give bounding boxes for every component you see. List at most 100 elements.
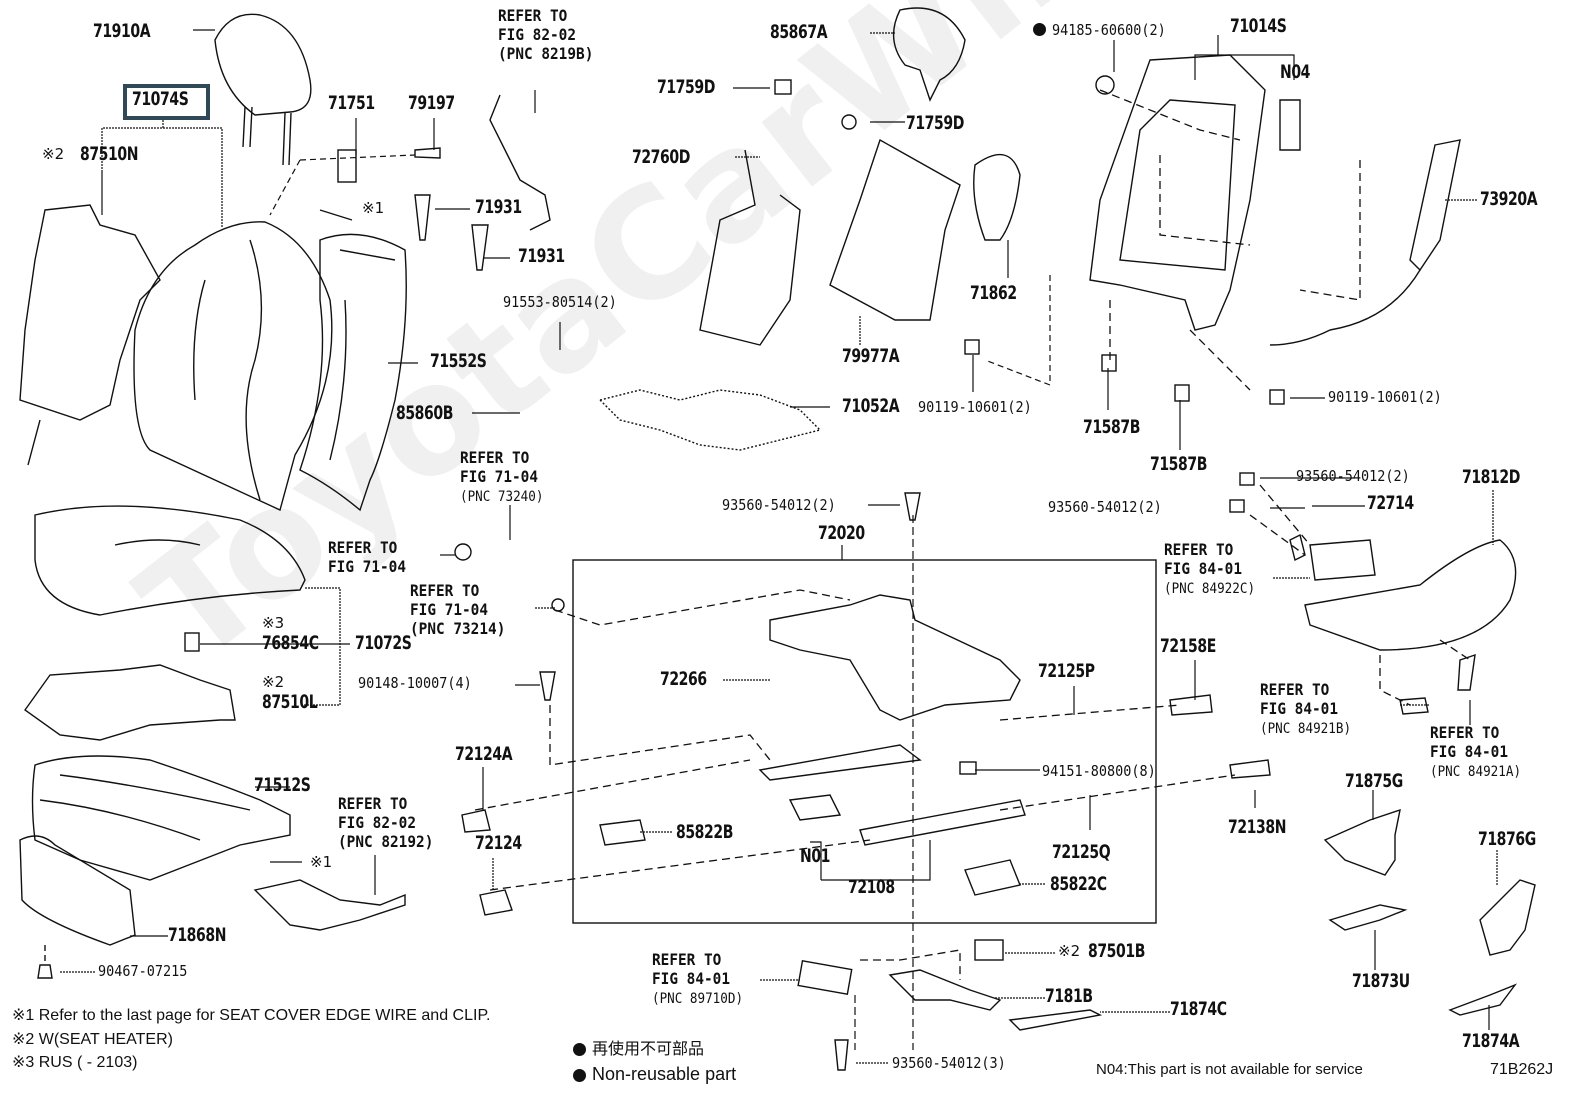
71876G-drawing [1479, 879, 1536, 956]
part-label-71759D[interactable]: 71759D [906, 112, 964, 134]
reference-fig-84-01-84922C[interactable]: REFER TO FIG 84-01 (PNC 84922C) [1164, 540, 1256, 597]
part-label-87510L[interactable]: 87510L [262, 691, 318, 713]
part-label-72138N[interactable]: 72138N [1228, 816, 1287, 838]
side-shield-drawing [1304, 539, 1517, 651]
part-label-71931[interactable]: 71931 [518, 245, 565, 267]
85867A-drawing [892, 7, 966, 102]
part-label-93560-54012[interactable]: 93560-54012(2) [1296, 467, 1410, 485]
part-label-72108[interactable]: 72108 [848, 876, 895, 898]
reference-fig-84-01-84921A[interactable]: REFER TO FIG 84-01 (PNC 84921A) [1430, 723, 1522, 780]
non-reusable-dot-icon [573, 1043, 586, 1056]
assembly-lines [474, 89, 1471, 980]
part-label-72125P[interactable]: 72125P [1038, 660, 1095, 682]
part-label-76854C[interactable]: 76854C [262, 632, 319, 654]
part-label-73920A[interactable]: 73920A [1480, 188, 1538, 210]
part-label-72266[interactable]: 72266 [660, 668, 707, 690]
reference-fig-82-02-82192[interactable]: REFER TO FIG 82-02 (PNC 82192) [338, 794, 434, 851]
reference-fig-82-02-8219B[interactable]: REFER TO FIG 82-02 (PNC 8219B) [498, 6, 594, 63]
reference-fig-71-04-73214[interactable]: REFER TO FIG 71-04 (PNC 73214) [410, 581, 506, 638]
part-label-90119-10601[interactable]: 90119-10601(2) [1328, 388, 1442, 406]
heater-mat-back-drawing [19, 204, 161, 421]
part-label-85822B[interactable]: 85822B [676, 821, 733, 843]
ecu-drawing [797, 960, 853, 995]
part-label-71074S[interactable]: 71074S [132, 88, 189, 110]
wire-8219B-drawing [489, 94, 551, 231]
part-label-71072S[interactable]: 71072S [355, 632, 412, 654]
71874A-drawing [1448, 983, 1518, 1016]
part-label-85867A[interactable]: 85867A [770, 21, 828, 43]
shield-drawing [973, 153, 1021, 241]
reference-fig-84-01-89710D[interactable]: REFER TO FIG 84-01 (PNC 89710D) [652, 950, 744, 1007]
seatback-cover-drawing [133, 221, 333, 511]
reference-fig-71-04-73240[interactable]: REFER TO FIG 71-04 (PNC 73240) [460, 448, 544, 505]
part-label-91553-80514[interactable]: 91553-80514(2) [503, 293, 617, 311]
reference-fig-71-04[interactable]: REFER TO FIG 71-04 [328, 538, 407, 576]
part-label-90119-10601[interactable]: 90119-10601(2) [918, 398, 1032, 416]
part-label-71876G[interactable]: 71876G [1478, 828, 1536, 850]
footnote-2: ※2 W(SEAT HEATER) [12, 1031, 173, 1048]
part-label-71587B[interactable]: 71587B [1083, 416, 1140, 438]
part-label-87510N[interactable]: 87510N [80, 143, 139, 165]
part-label-90467-07215[interactable]: 90467-07215 [98, 962, 188, 980]
part-label-79977A[interactable]: 79977A [842, 345, 900, 367]
part-label-87501B[interactable]: 87501B [1088, 940, 1145, 962]
part-label-71875G[interactable]: 71875G [1345, 770, 1403, 792]
note-mark-2: ※2 [262, 673, 285, 691]
note-mark-2: ※2 [1058, 942, 1081, 960]
seat-adjuster-group-box [572, 559, 1157, 924]
part-label-72760D[interactable]: 72760D [632, 146, 690, 168]
part-label-71052A[interactable]: 71052A [842, 395, 900, 417]
71874C-drawing [1008, 1009, 1103, 1031]
part-label-79197[interactable]: 79197 [408, 92, 455, 114]
71873U-drawing [1328, 904, 1408, 931]
note-mark-3: ※3 [262, 614, 285, 632]
part-label-72020[interactable]: 72020 [818, 522, 865, 544]
part-label-71512S[interactable]: 71512S [254, 774, 311, 796]
footnote-3: ※3 RUS ( - 2103) [12, 1054, 138, 1071]
part-label-72125Q[interactable]: 72125Q [1052, 841, 1111, 863]
footnote-1: ※1 Refer to the last page for SEAT COVER… [12, 1007, 491, 1024]
reference-fig-84-01-84921B[interactable]: REFER TO FIG 84-01 (PNC 84921B) [1260, 680, 1352, 737]
part-label-71874C[interactable]: 71874C [1170, 998, 1227, 1020]
part-label-94185-60600[interactable]: 94185-60600(2) [1052, 21, 1166, 39]
leader-lines [60, 29, 1498, 1064]
figure-code: 71B262J [1490, 1061, 1554, 1078]
part-label-N01[interactable]: N01 [800, 845, 831, 867]
part-label-72124A[interactable]: 72124A [455, 743, 513, 765]
part-label-90148-10007[interactable]: 90148-10007(4) [358, 674, 472, 692]
part-label-71014S[interactable]: 71014S [1230, 15, 1287, 37]
part-label-71862[interactable]: 71862 [970, 282, 1017, 304]
part-label-71931[interactable]: 71931 [475, 196, 522, 218]
part-label-72124[interactable]: 72124 [475, 832, 522, 854]
part-label-N04[interactable]: N04 [1280, 61, 1311, 83]
part-label-94151-80800[interactable]: 94151-80800(8) [1042, 762, 1156, 780]
part-label-7181B[interactable]: 7181B [1045, 985, 1093, 1007]
service-note: N04:This part is not available for servi… [1096, 1061, 1363, 1078]
part-label-71759D[interactable]: 71759D [657, 76, 715, 98]
front-trim-drawing [19, 835, 136, 946]
part-label-93560-54012[interactable]: 93560-54012(2) [722, 496, 836, 514]
cushion-cover-drawing [31, 755, 291, 881]
part-label-85860B[interactable]: 85860B [396, 402, 453, 424]
part-label-93560-54012[interactable]: 93560-54012(3) [892, 1054, 1006, 1072]
highlighted-part-box [123, 84, 210, 120]
part-label-71812D[interactable]: 71812D [1462, 466, 1520, 488]
part-label-71587B[interactable]: 71587B [1150, 453, 1207, 475]
part-label-71874A[interactable]: 71874A [1462, 1030, 1520, 1052]
non-reusable-dot-icon [1033, 22, 1052, 37]
part-label-71868N[interactable]: 71868N [168, 924, 227, 946]
legend-non-reusable-en: Non-reusable part [573, 1065, 736, 1083]
part-label-71751[interactable]: 71751 [328, 92, 375, 114]
part-label-71873U[interactable]: 71873U [1352, 970, 1410, 992]
headrest-drawing [214, 13, 312, 166]
part-label-72158E[interactable]: 72158E [1160, 635, 1216, 657]
part-label-71910A[interactable]: 71910A [93, 20, 151, 42]
seat-wire-drawing [253, 879, 406, 931]
lumbar-drawing [699, 149, 801, 346]
part-label-72714[interactable]: 72714 [1367, 492, 1414, 514]
part-label-93560-54012[interactable]: 93560-54012(2) [1048, 498, 1162, 516]
part-label-71552S[interactable]: 71552S [430, 350, 487, 372]
part-label-85822C[interactable]: 85822C [1050, 873, 1107, 895]
